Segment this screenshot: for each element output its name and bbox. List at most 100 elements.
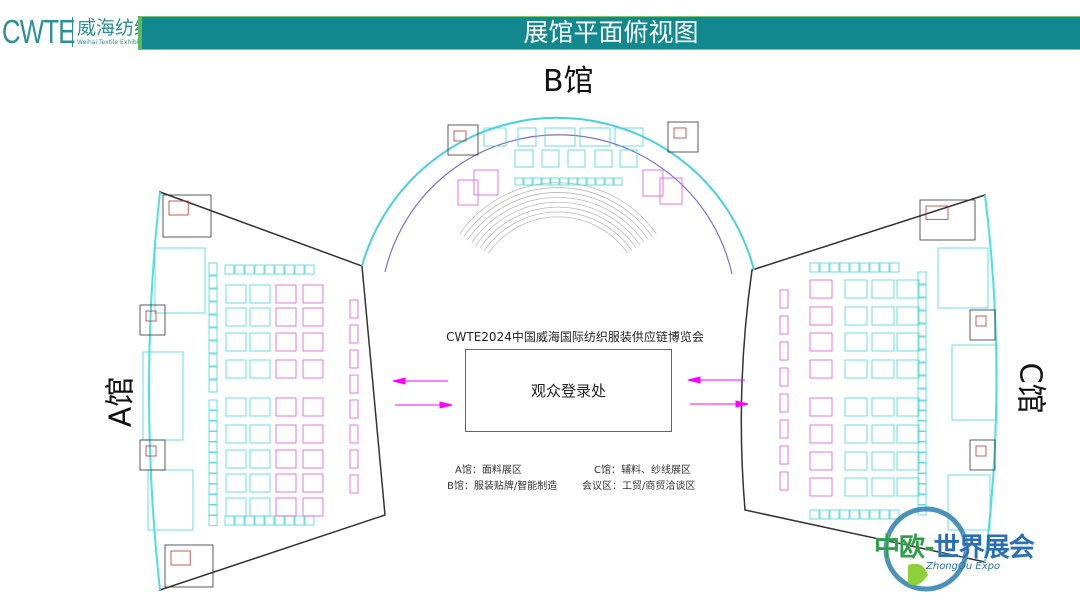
booth — [208, 473, 218, 484]
booth — [779, 471, 789, 491]
booth — [473, 169, 499, 196]
booth — [809, 477, 833, 497]
booth — [264, 515, 275, 526]
booth — [264, 264, 275, 275]
arrow-right-in-head — [687, 376, 701, 384]
booth — [871, 451, 895, 471]
booth — [809, 306, 833, 326]
booth — [208, 340, 218, 354]
booth — [349, 349, 359, 369]
booth — [249, 284, 271, 304]
booth — [302, 473, 324, 493]
booth — [208, 327, 218, 341]
registration-label: 观众登录处 — [530, 382, 606, 400]
booth — [844, 424, 868, 444]
booth — [208, 431, 218, 442]
booth — [917, 388, 927, 402]
booth — [871, 306, 895, 326]
booth — [586, 177, 596, 186]
booth — [779, 445, 789, 465]
booth — [809, 359, 833, 379]
booth — [349, 424, 359, 444]
booth — [514, 149, 534, 168]
legend-left: A馆：面料展区 B馆：服装贴牌/智能制造 — [447, 463, 557, 495]
stair-block — [168, 200, 189, 216]
booth — [302, 359, 324, 379]
stair-block — [145, 310, 157, 322]
logo-en: Weihai Textile Exhibition — [77, 39, 150, 46]
booth — [224, 515, 235, 526]
booth — [224, 264, 235, 275]
booth — [917, 420, 927, 432]
booth — [577, 177, 587, 186]
booth — [917, 284, 927, 298]
booth — [208, 288, 218, 302]
logo-divider — [72, 17, 73, 47]
seating-arc — [487, 216, 629, 254]
booth — [871, 332, 895, 352]
stair-block — [975, 445, 987, 457]
booth — [349, 399, 359, 419]
booth — [839, 262, 850, 273]
arrow-left-in-head — [392, 377, 406, 385]
booth — [809, 279, 833, 299]
booth — [294, 515, 305, 526]
booth — [275, 497, 297, 517]
booth — [249, 397, 271, 417]
booth — [304, 515, 315, 526]
service-core — [969, 439, 996, 471]
watermark-cn-blue: 世界展会 — [933, 533, 1035, 563]
booth — [779, 341, 789, 361]
booth — [871, 397, 895, 417]
booth — [208, 353, 218, 367]
booth — [302, 307, 324, 327]
globe-icon — [883, 506, 969, 592]
booth — [859, 262, 870, 273]
booth — [917, 362, 927, 376]
booth — [275, 424, 297, 444]
booth — [208, 420, 218, 432]
booth — [642, 169, 664, 197]
booth — [819, 509, 830, 520]
booth — [844, 397, 868, 417]
service-core — [139, 439, 166, 471]
booth — [871, 359, 895, 379]
booth — [544, 127, 576, 147]
entry-arrows — [392, 376, 749, 409]
booth — [249, 473, 271, 493]
booth — [613, 177, 623, 186]
hall-a-label: A馆 — [103, 376, 139, 428]
booth — [879, 509, 890, 520]
booth — [779, 315, 789, 335]
booth — [844, 359, 868, 379]
booth — [917, 310, 927, 324]
booth — [254, 264, 265, 275]
booth — [809, 509, 820, 520]
hall-a-glass-wall — [148, 191, 161, 591]
booth — [457, 179, 479, 206]
booth — [208, 366, 218, 380]
stair-block — [145, 445, 157, 457]
booth — [208, 494, 218, 505]
seating-arc — [479, 206, 637, 248]
booth — [249, 359, 271, 379]
booth — [523, 177, 533, 186]
globe-continent-icon — [908, 563, 928, 586]
booth — [208, 314, 218, 328]
booth — [809, 451, 833, 471]
booth — [274, 264, 285, 275]
booth — [594, 149, 613, 168]
booth — [619, 149, 638, 168]
booth — [249, 497, 271, 517]
booth — [659, 177, 683, 205]
stair-block — [925, 205, 949, 220]
booth — [829, 262, 840, 273]
booth — [254, 515, 265, 526]
booth — [889, 509, 900, 520]
booth — [208, 441, 218, 453]
booth — [917, 462, 927, 474]
booth — [208, 462, 218, 474]
booth — [244, 515, 255, 526]
booth — [208, 410, 218, 421]
booth — [779, 393, 789, 413]
